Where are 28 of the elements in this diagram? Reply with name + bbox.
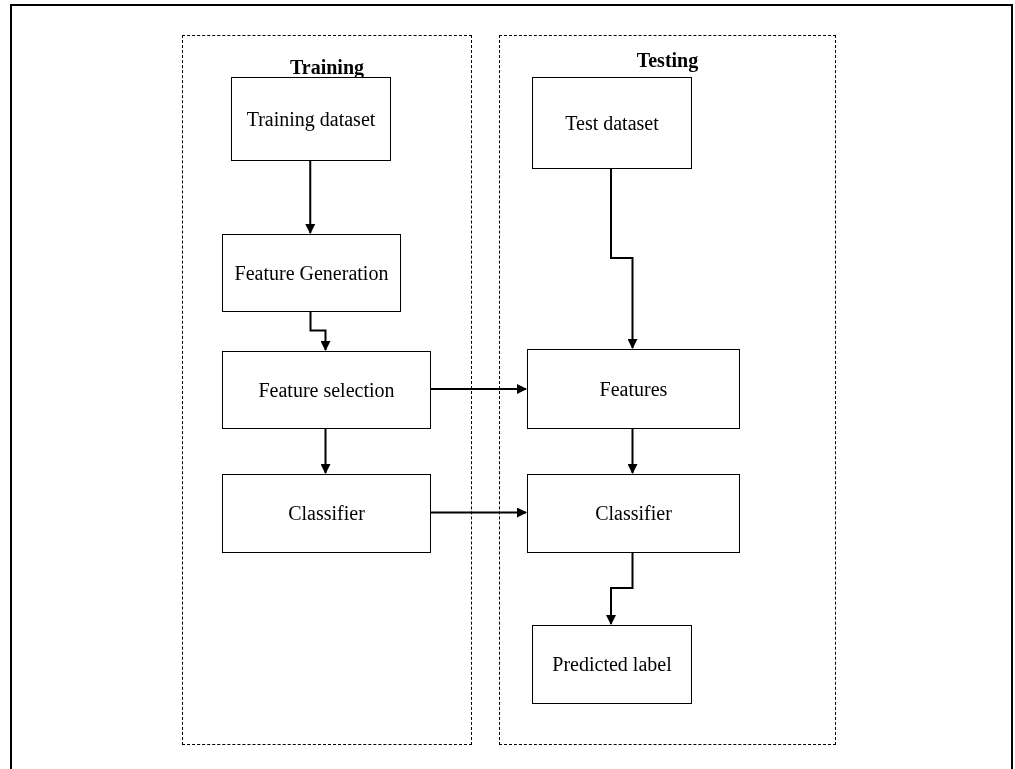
arrow <box>606 551 634 625</box>
box-label: Classifier <box>595 502 672 525</box>
arrow <box>429 384 527 394</box>
process-box <box>222 234 401 312</box>
group-title: Training <box>287 56 367 79</box>
group-title: Testing <box>634 49 701 72</box>
dashed-group <box>499 35 836 745</box>
box-label: Feature Generation <box>234 261 389 285</box>
process-box <box>231 77 391 161</box>
box-label: Classifier <box>288 502 365 525</box>
box-label: Features <box>599 377 668 401</box>
arrow <box>429 507 527 518</box>
box-label: Test dataset <box>565 111 659 135</box>
process-box <box>532 625 692 704</box>
dashed-group <box>182 35 472 745</box>
arrow <box>309 310 331 351</box>
box-label: Predicted label <box>552 653 672 676</box>
process-box <box>222 351 431 429</box>
process-box <box>527 349 740 429</box>
box-label: Training dataset <box>246 107 376 131</box>
process-box <box>532 77 692 169</box>
process-box <box>222 474 431 553</box>
arrow <box>320 427 331 474</box>
arrow <box>627 427 638 474</box>
box-label: Feature selection <box>258 378 395 402</box>
arrow <box>305 159 316 234</box>
process-box <box>527 474 740 553</box>
arrow <box>610 167 638 349</box>
